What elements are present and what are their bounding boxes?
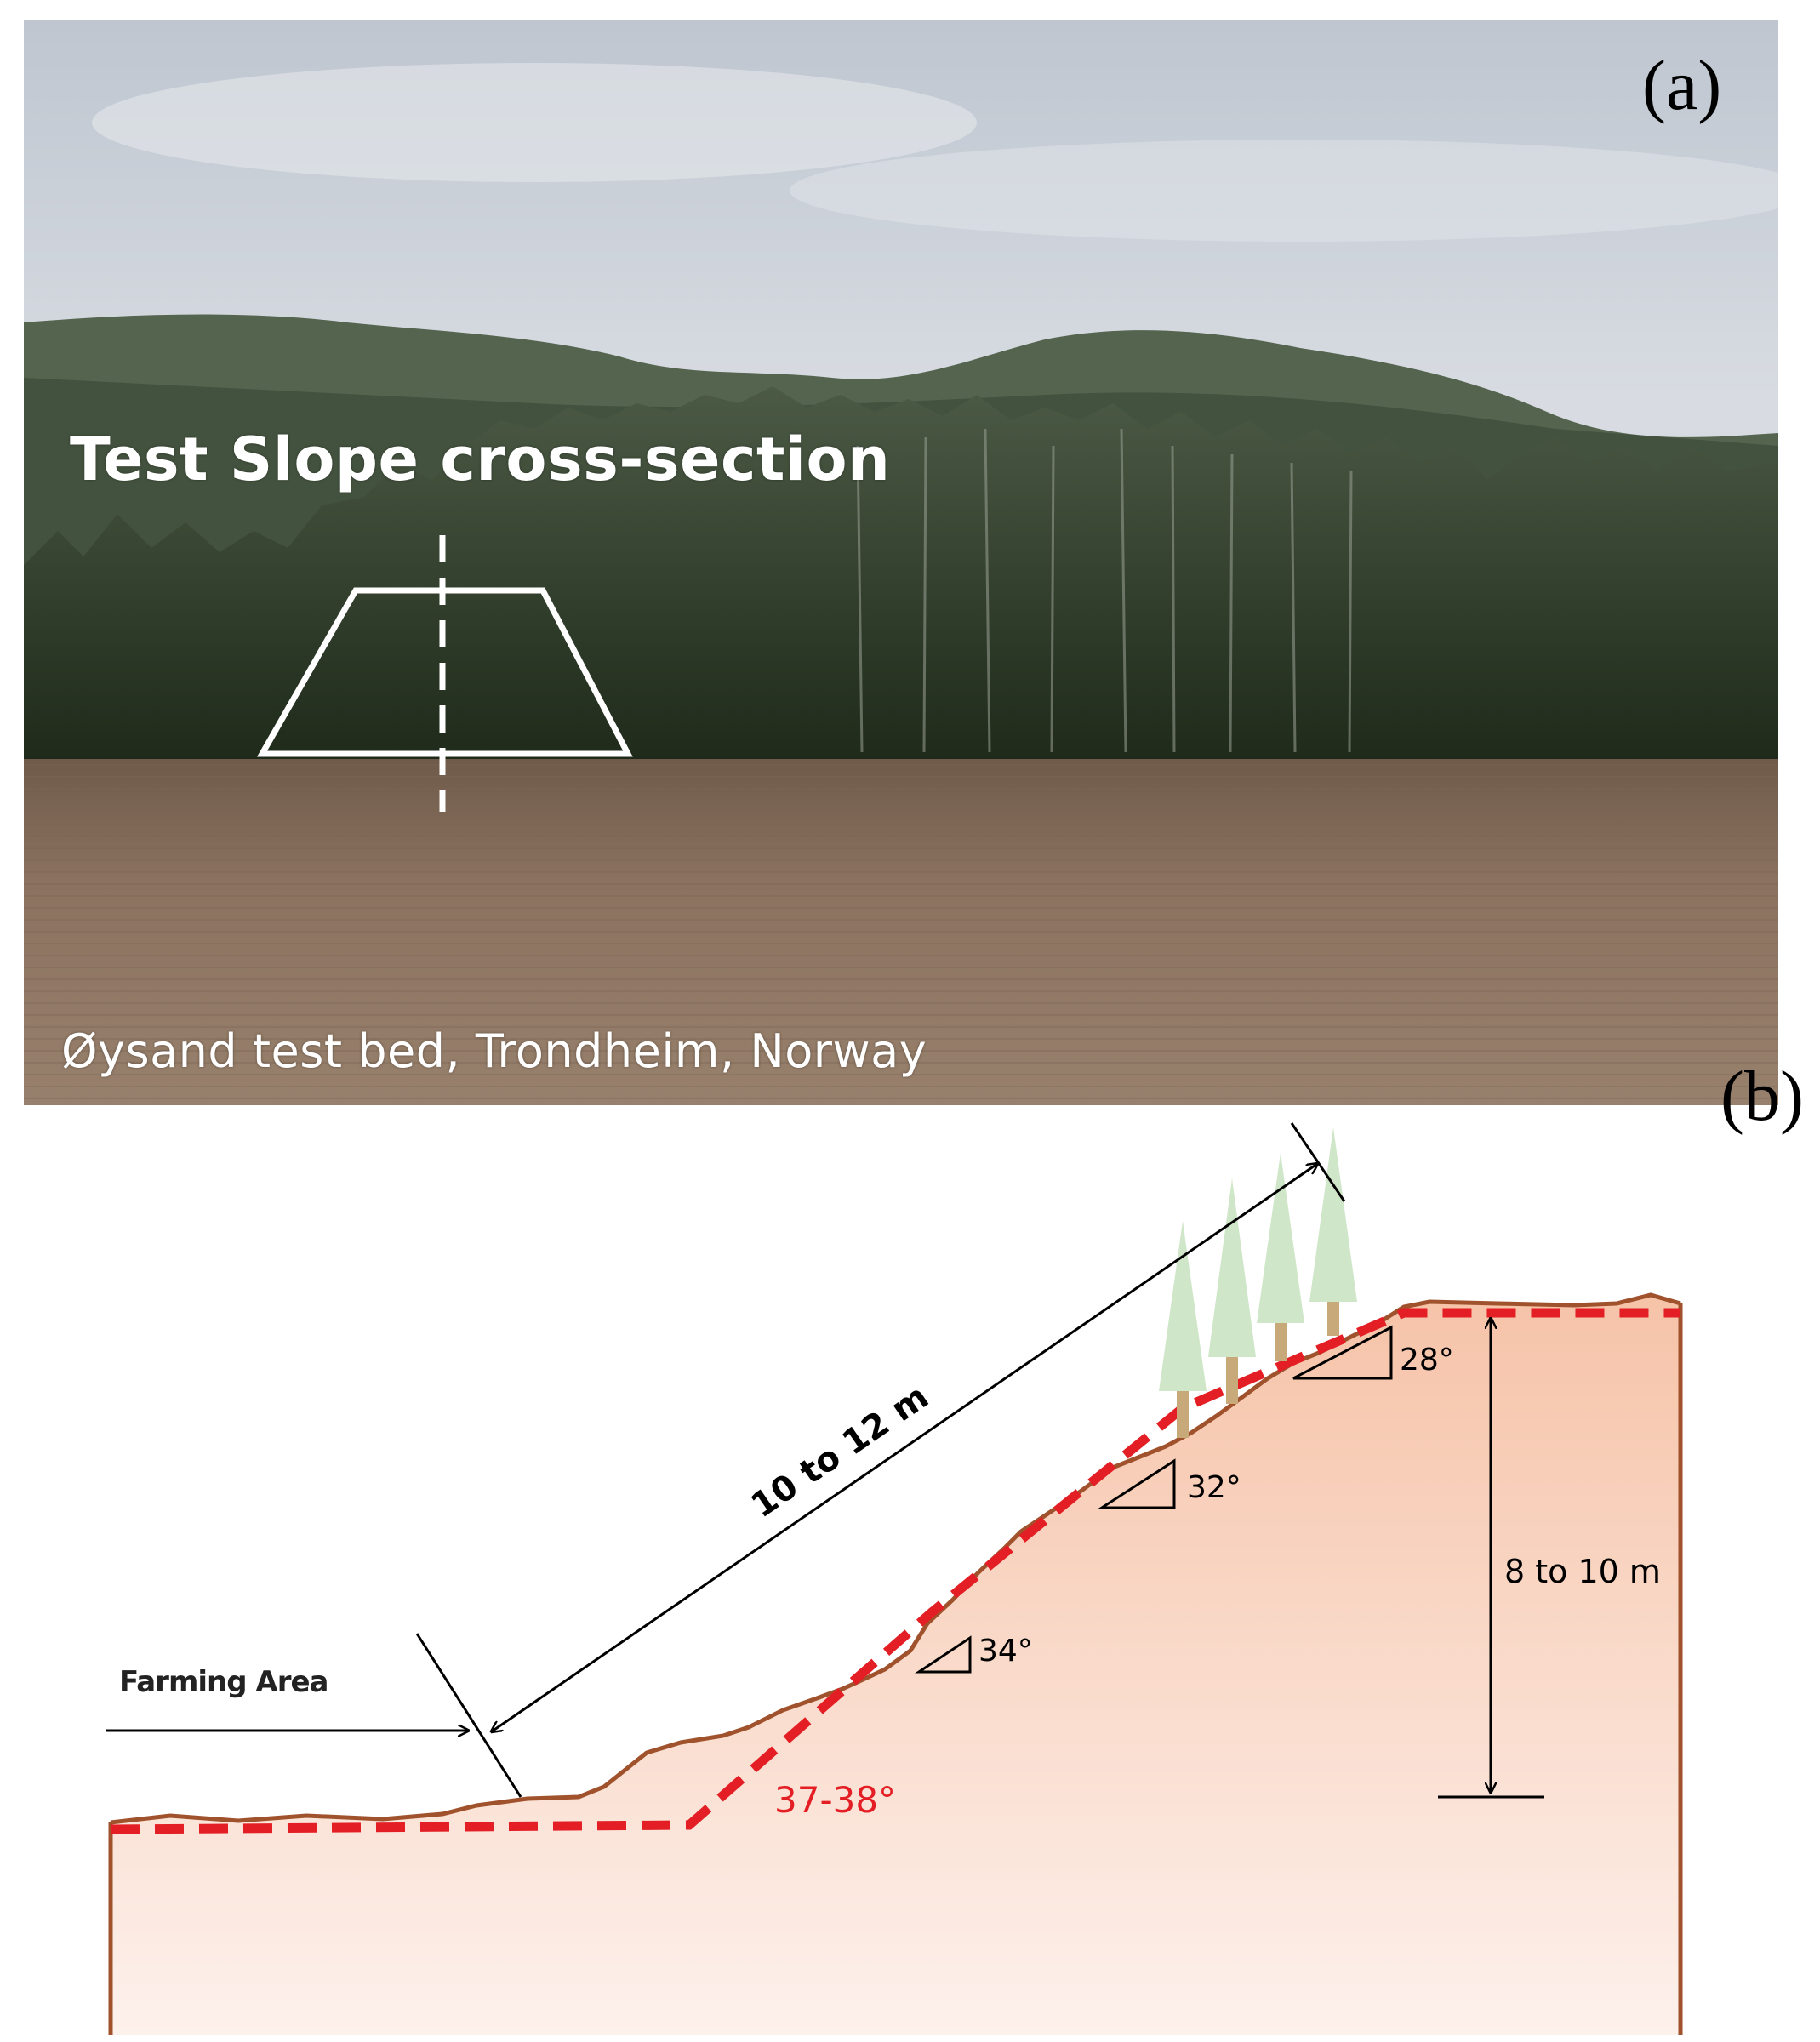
angle-triangle-top bbox=[1292, 1325, 1393, 1380]
panel-a-label: (a) bbox=[1642, 46, 1722, 125]
slope-length-tick-bottom bbox=[415, 1633, 522, 1798]
cross-section-diagram: 10 to 12 m 8 to 10 m Farming Area 28° 32… bbox=[106, 1122, 1683, 2035]
slope-length-tick-top bbox=[1290, 1122, 1346, 1202]
slope-height-label: 8 to 10 m bbox=[1504, 1553, 1661, 1590]
photo-title: Test Slope cross-section bbox=[70, 425, 891, 494]
angle-label-upper: 32° bbox=[1187, 1470, 1241, 1505]
angle-label-top: 28° bbox=[1400, 1343, 1454, 1377]
slope-length-label: 10 to 12 m bbox=[745, 1377, 936, 1526]
panel-b-label: (b) bbox=[1720, 1057, 1804, 1136]
field-photo bbox=[24, 20, 1778, 1105]
photo-panel: Test Slope cross-section Øysand test bed… bbox=[24, 20, 1778, 1105]
angle-label-middle: 34° bbox=[978, 1634, 1033, 1668]
farming-area-label: Farming Area bbox=[119, 1665, 328, 1699]
slope-length-arrow bbox=[492, 1164, 1317, 1731]
tree-line bbox=[24, 386, 1778, 761]
angle-label-lower: 37-38° bbox=[774, 1779, 896, 1821]
photo-caption: Øysand test bed, Trondheim, Norway bbox=[61, 1024, 927, 1078]
slope-outline bbox=[256, 587, 633, 757]
